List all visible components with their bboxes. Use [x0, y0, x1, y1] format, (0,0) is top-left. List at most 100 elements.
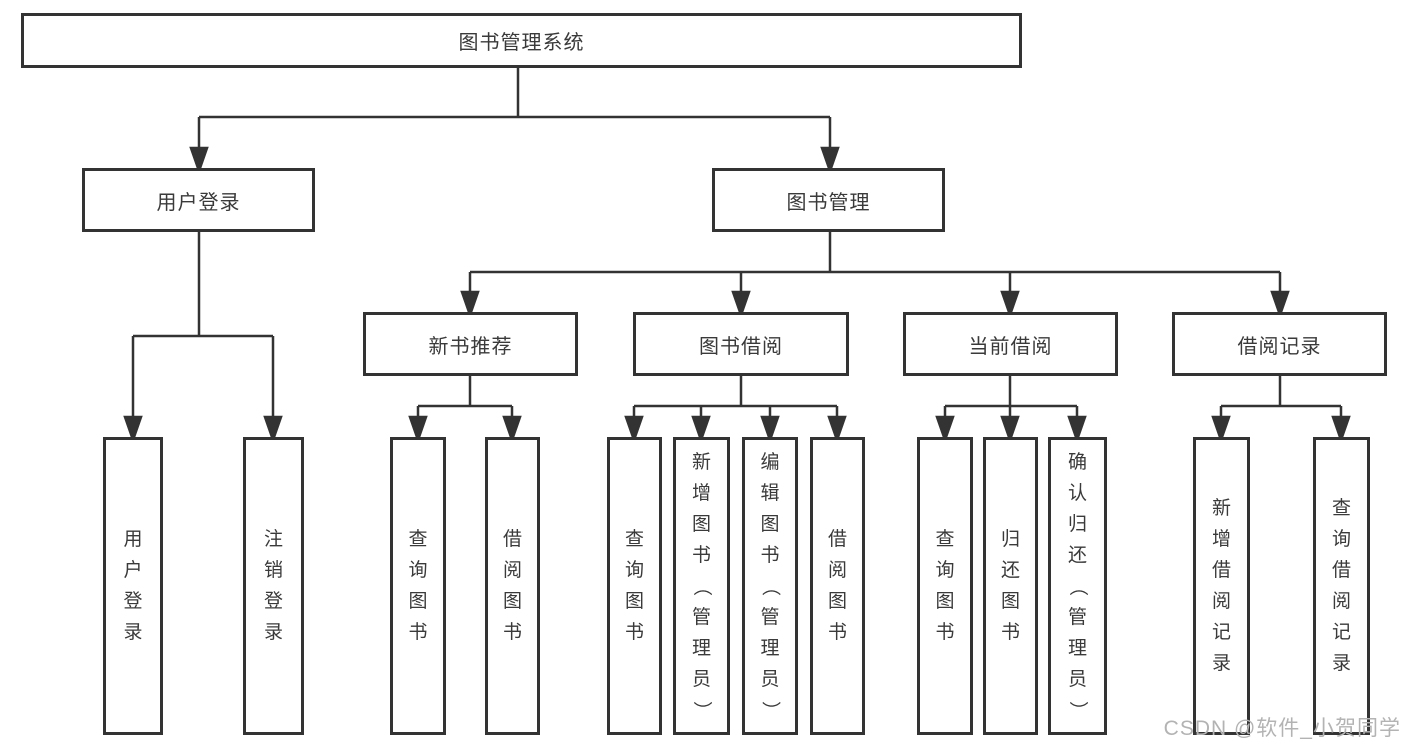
arrowhead — [691, 415, 711, 444]
vertical-char: 图 — [502, 591, 522, 612]
connector-root-to-level2 — [189, 68, 840, 175]
vertical-char: 查 — [1331, 498, 1351, 519]
vertical-char: 图 — [760, 513, 780, 535]
vertical-char: 员 — [760, 668, 780, 690]
arrowhead — [1211, 415, 1231, 444]
leaf-confirm-return-admin: 确认归还（管理员） — [1048, 437, 1107, 735]
vertical-char: 书 — [827, 622, 847, 643]
arrowhead — [1000, 290, 1020, 319]
vertical-char: 书 — [760, 544, 780, 566]
vertical-char: 还 — [1067, 544, 1087, 566]
vertical-char: 理 — [760, 637, 780, 659]
arrowhead — [624, 415, 644, 444]
vertical-char: 录 — [123, 622, 143, 643]
vertical-char: 登 — [263, 591, 283, 612]
csdn-watermark: CSDN @软件_小贺同学 — [1163, 717, 1401, 740]
connector-book-mgmt-to-level3 — [460, 232, 1290, 319]
node-label: 当前借阅 — [968, 335, 1053, 358]
vertical-char: 记 — [1211, 622, 1231, 643]
arrowhead — [502, 415, 522, 444]
vertical-char: 录 — [263, 622, 283, 643]
vertical-char: 询 — [935, 560, 955, 581]
vertical-char: 书 — [624, 622, 644, 643]
node-label: 图书管理 — [786, 191, 871, 214]
vertical-char: 用 — [123, 529, 143, 550]
node-label: 借阅记录 — [1237, 335, 1322, 358]
node-label: 新书推荐 — [428, 335, 513, 358]
vertical-char: 借 — [1331, 560, 1351, 581]
node-label: 用户登录 — [156, 191, 241, 214]
vertical-char: 辑 — [760, 482, 780, 504]
vertical-char: 图 — [691, 513, 711, 535]
arrowhead — [760, 415, 780, 444]
leaf-query-books-borrowing: 查询图书 — [607, 437, 662, 735]
vertical-char: 询 — [408, 560, 428, 581]
arrowhead — [1067, 415, 1087, 444]
arrowhead — [827, 415, 847, 444]
vertical-char: 注 — [263, 529, 283, 550]
node-book-management: 图书管理 — [712, 168, 945, 232]
vertical-char: 借 — [1211, 560, 1231, 581]
vertical-char: 记 — [1331, 622, 1351, 643]
connector-borrow-records-to-leaves — [1211, 376, 1351, 444]
vertical-char: 管 — [691, 606, 711, 628]
arrowhead — [935, 415, 955, 444]
vertical-char: 询 — [624, 560, 644, 581]
vertical-char: ） — [691, 700, 712, 720]
vertical-char: 书 — [408, 622, 428, 643]
vertical-char: 新 — [1211, 498, 1231, 519]
node-label: 图书借阅 — [699, 335, 783, 358]
vertical-char: 书 — [502, 622, 522, 643]
vertical-char: 阅 — [1331, 591, 1351, 612]
vertical-char: 书 — [691, 544, 711, 566]
leaf-query-books-current: 查询图书 — [917, 437, 973, 735]
vertical-char: 登 — [123, 591, 143, 612]
connector-book-borrow-to-leaves — [624, 376, 847, 444]
leaf-add-books-admin: 新增图书（管理员） — [673, 437, 730, 735]
vertical-char: 归 — [1067, 513, 1087, 535]
vertical-char: 图 — [624, 591, 644, 612]
node-label: 图书管理系统 — [458, 32, 585, 54]
leaf-borrow-books-borrowing: 借阅图书 — [810, 437, 865, 735]
vertical-char: 还 — [1000, 560, 1020, 581]
vertical-char: 归 — [1000, 529, 1020, 550]
arrowhead — [408, 415, 428, 444]
arrowhead — [1270, 290, 1290, 319]
vertical-char: 认 — [1067, 482, 1087, 504]
leaf-query-borrow-record: 查询借阅记录 — [1313, 437, 1370, 735]
vertical-char: 查 — [408, 529, 428, 550]
node-current-borrowing: 当前借阅 — [903, 312, 1118, 376]
vertical-char: 理 — [691, 637, 711, 659]
arrowhead — [1000, 415, 1020, 444]
vertical-char: 书 — [935, 622, 955, 643]
vertical-char: 书 — [1000, 622, 1020, 643]
node-borrow-records: 借阅记录 — [1172, 312, 1387, 376]
vertical-char: 阅 — [827, 560, 847, 581]
leaf-borrow-books-newbooks: 借阅图书 — [485, 437, 540, 735]
connector-new-books-to-leaves — [408, 376, 522, 444]
vertical-char: 管 — [1067, 606, 1087, 628]
arrowhead — [731, 290, 751, 319]
connector-user-login-to-leaves — [123, 232, 283, 444]
arrowhead — [123, 415, 143, 444]
vertical-char: 图 — [408, 591, 428, 612]
vertical-char: 图 — [827, 591, 847, 612]
connector-current-borrow-to-leaves — [935, 376, 1087, 444]
leaf-return-books: 归还图书 — [983, 437, 1038, 735]
vertical-char: 录 — [1331, 653, 1351, 674]
vertical-char: 管 — [760, 606, 780, 628]
vertical-char: 确 — [1067, 451, 1087, 473]
vertical-char: 阅 — [1211, 591, 1231, 612]
vertical-char: （ — [691, 576, 712, 596]
arrowhead — [460, 290, 480, 319]
vertical-char: 员 — [691, 668, 711, 690]
node-root-library-system: 图书管理系统 — [21, 13, 1022, 68]
vertical-char: 员 — [1067, 668, 1087, 690]
node-book-borrowing: 图书借阅 — [633, 312, 849, 376]
vertical-char: 查 — [935, 529, 955, 550]
vertical-char: ） — [1067, 700, 1088, 720]
vertical-char: 增 — [691, 482, 711, 504]
vertical-char: 户 — [123, 560, 143, 581]
vertical-char: 编 — [760, 451, 780, 473]
